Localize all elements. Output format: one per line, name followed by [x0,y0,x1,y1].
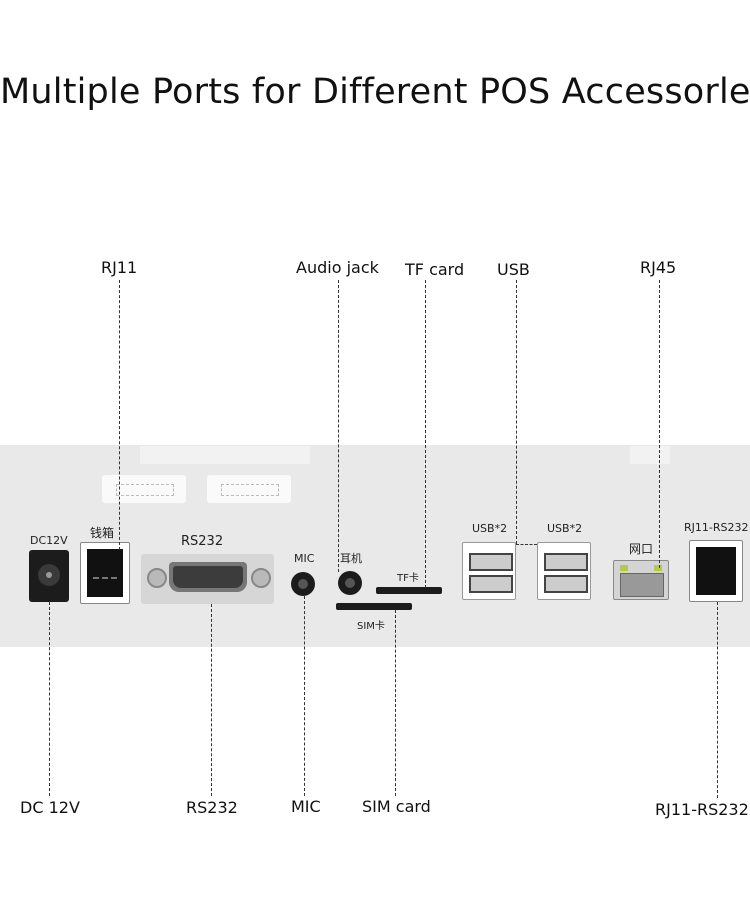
panel-label-rj11-rs232: RJ11-RS232 [684,521,749,534]
leader-line-rj11 [119,280,120,550]
mic-jack [291,572,315,596]
vent-slot [102,475,186,503]
callout-mic: MIC [291,797,321,816]
callout-rj45: RJ45 [640,258,677,277]
callout-usb: USB [497,260,530,279]
rj45-port [613,560,669,600]
dc-power-port [29,550,69,602]
sim-card-slot [336,603,412,610]
panel-label-sim: SIM卡 [357,621,385,632]
panel-label-lan: 网口 [629,542,654,556]
audio-jack [338,571,362,595]
callout-audio-jack: Audio jack [296,258,379,277]
usb-connector-line [516,544,537,545]
callout-dc-12v: DC 12V [20,798,80,817]
leader-line-rj11-rs232 [717,602,718,798]
callout-tf-card: TF card [405,260,465,279]
rj11-port [80,542,130,604]
leader-line-rs232 [211,604,212,796]
rj11-rs232-port [689,540,743,602]
rs232-port [141,554,274,604]
vent-slot [207,475,291,503]
panel-label-usb-1: USB*2 [472,522,508,535]
usb-port-pair [462,542,516,600]
callout-rs232: RS232 [186,798,238,817]
panel-label-cash-drawer: 钱箱 [90,526,115,540]
leader-line-sim [395,610,396,796]
panel-label-earphone: 耳机 [340,552,362,565]
leader-line-usb [516,280,517,544]
page-title: Multiple Ports for Different POS Accesso… [0,72,750,112]
panel-ridge [140,446,310,464]
panel-label-dc12v: DC12V [30,534,68,547]
panel-ridge [630,446,670,464]
leader-line-mic [304,596,305,796]
leader-line-dc [49,602,50,796]
callout-rj11: RJ11 [101,258,138,277]
panel-label-tf: TF卡 [397,573,419,584]
panel-label-mic: MIC [294,552,315,565]
leader-line-rj45 [659,280,660,568]
leader-line-audio [338,280,339,572]
panel-label-rs232: RS232 [181,534,224,549]
usb-port-pair [537,542,591,600]
tf-card-slot [376,587,442,594]
leader-line-tf [425,280,426,588]
callout-sim-card: SIM card [362,797,431,816]
panel-label-usb-2: USB*2 [547,522,583,535]
callout-rj11-rs232: RJ11-RS232 [655,800,749,819]
